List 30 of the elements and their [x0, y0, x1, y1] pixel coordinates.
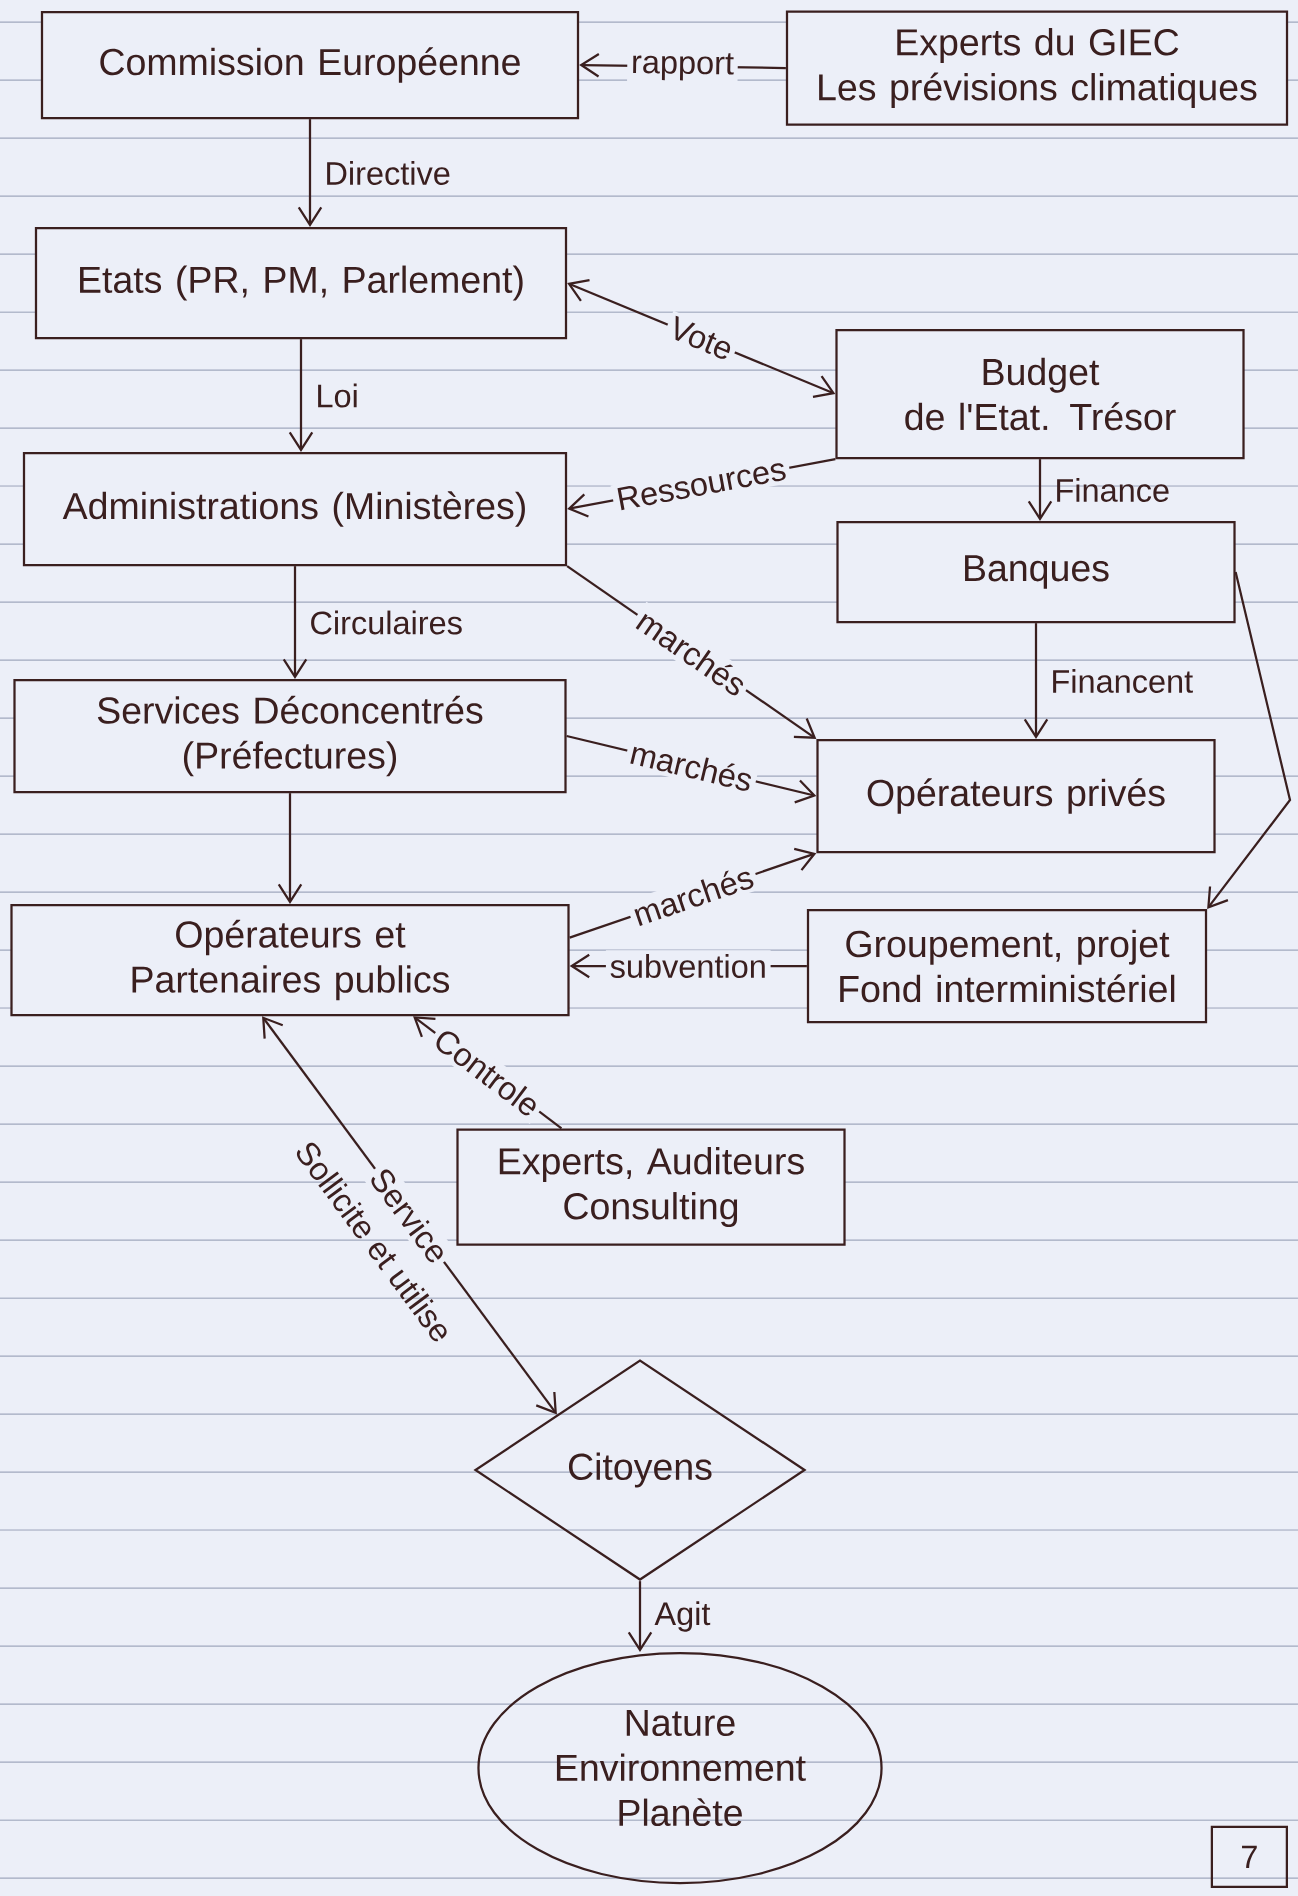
arrow — [1027, 459, 1053, 521]
edge-label: Ressources — [610, 452, 793, 516]
edge-label: Finance — [1057, 478, 1169, 502]
process-box: Administrations (Ministères) — [22, 451, 568, 567]
arrow — [1207, 571, 1292, 909]
process-box: Experts du GIEC Les prévisions climatiques — [785, 10, 1289, 126]
process-box: Services Déconcentrés (Préfectures) — [13, 678, 567, 794]
process-box: Groupement, projet Fond interministériel — [806, 908, 1208, 1024]
arrow — [627, 1581, 653, 1652]
edge-label: marchés — [623, 735, 760, 797]
arrow — [277, 793, 303, 904]
process-box: Banques — [836, 520, 1236, 624]
arrow — [1023, 623, 1049, 739]
process-box: Budget de l'Etat. Trésor — [835, 328, 1245, 460]
edge-label: Vote — [661, 310, 741, 367]
edge-label: rapport — [627, 48, 738, 85]
arrow — [282, 566, 308, 679]
edge-label: subvention — [605, 950, 771, 982]
process-box: Opérateurs privés — [816, 738, 1216, 854]
edge-label: Loi — [318, 383, 357, 408]
edge-label: Financent — [1053, 669, 1193, 693]
process-box: Commission Européenne — [40, 10, 580, 120]
arrow — [288, 339, 314, 452]
edge-label: Directive — [327, 161, 450, 185]
page-number: 7 — [1210, 1825, 1288, 1889]
process-box: Opérateurs et Partenaires publics — [10, 903, 570, 1017]
process-box: Etats (PR, PM, Parlement) — [34, 226, 568, 340]
arrow — [297, 119, 323, 227]
edge-label: Circulaires — [311, 610, 462, 635]
edge-label: Agit — [654, 1601, 711, 1632]
